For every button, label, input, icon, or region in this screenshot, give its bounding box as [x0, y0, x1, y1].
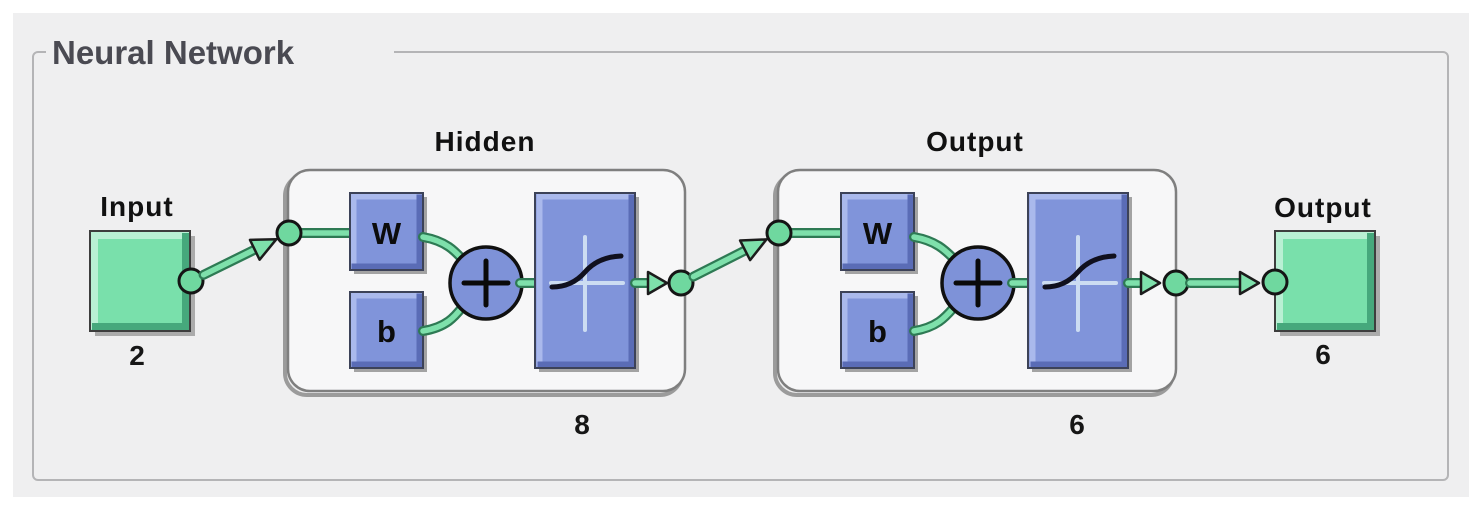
- tf-sigmoid-curve: [1042, 253, 1117, 290]
- tansig-transfer-function-icon: [534, 192, 639, 372]
- arrow-icon: [1238, 270, 1261, 296]
- sum-icon: [448, 245, 524, 321]
- weight-block-bevel-dark: [351, 194, 423, 270]
- output-label: Output: [1274, 192, 1372, 223]
- input-square: [90, 231, 190, 331]
- weight-block-bevel-light: [350, 193, 422, 269]
- bias-letter: b: [868, 314, 887, 349]
- connection-input-to-hidden: [198, 237, 278, 280]
- input-square-bevel-dark: [92, 233, 189, 330]
- input-node-icon: [177, 267, 205, 295]
- output-square: [1275, 231, 1375, 331]
- arrow-icon: [738, 238, 768, 262]
- output-layer-box: Output 6 W b: [765, 126, 1190, 440]
- weight-block: [841, 193, 914, 270]
- bias-block: [350, 292, 423, 368]
- output-bias-block: b: [840, 291, 918, 372]
- output-weight-block: W: [840, 192, 918, 274]
- arrow-icon: [248, 237, 278, 261]
- hidden-layer-label: Hidden: [435, 126, 536, 157]
- output-square-bevel-dark: [1277, 233, 1374, 330]
- output-exit-node-icon: [1162, 269, 1190, 297]
- output-layer-size: 6: [1069, 409, 1085, 440]
- weight-block-bevel-dark: [842, 194, 914, 270]
- output-block: Output 6: [1261, 192, 1380, 370]
- pipe: [200, 246, 259, 278]
- weight-block: [350, 193, 423, 270]
- weight-block-border: [349, 192, 424, 271]
- bias-block: [841, 292, 914, 368]
- pipe: [690, 246, 750, 280]
- hidden-layer-box: Hidden 8 W b: [275, 126, 695, 440]
- tansig-transfer-function-icon: [1027, 192, 1132, 372]
- output-layer-label: Output: [926, 126, 1024, 157]
- weight-letter: W: [863, 216, 893, 251]
- sum-icon: [940, 245, 1016, 321]
- input-size: 2: [129, 340, 145, 371]
- tf-sigmoid-curve: [549, 253, 624, 290]
- connection-hidden-to-output: [688, 238, 768, 282]
- connection-to-output-block: [1185, 270, 1261, 296]
- tf-block-bevel-light: [1029, 193, 1127, 367]
- output-square-bevel-light: [1276, 232, 1375, 330]
- bias-block-bevel-light: [841, 292, 913, 367]
- bias-letter: b: [377, 314, 396, 349]
- tf-block-bevel-dark: [1030, 194, 1128, 368]
- input-label: Input: [100, 191, 173, 222]
- weight-letter: W: [372, 216, 402, 251]
- output-entry-node-icon: [765, 219, 793, 247]
- hidden-layer-size: 8: [574, 409, 590, 440]
- tf-block-bevel-light: [536, 193, 634, 367]
- weight-block-border: [840, 192, 915, 271]
- weight-block-bevel-light: [841, 193, 913, 269]
- panel-border: [32, 51, 1449, 481]
- arrow-icon: [646, 270, 669, 296]
- panel-title: Neural Network: [52, 34, 295, 71]
- bias-block-bevel-light: [350, 292, 422, 367]
- output-node-icon: [1261, 268, 1289, 296]
- hidden-entry-node-icon: [275, 219, 303, 247]
- hidden-bias-block: b: [349, 291, 427, 372]
- hidden-exit-node-icon: [667, 269, 695, 297]
- bias-block-bevel-dark: [351, 293, 423, 368]
- output-size: 6: [1315, 339, 1331, 370]
- panel-frame: Neural Network: [32, 33, 1449, 481]
- tf-block-bevel-dark: [537, 194, 635, 368]
- legend-backing: [46, 33, 394, 71]
- input-block: Input 2: [89, 191, 205, 371]
- hidden-weight-block: W: [349, 192, 427, 274]
- bias-block-bevel-dark: [842, 293, 914, 368]
- input-square-bevel-light: [91, 232, 190, 330]
- arrow-icon: [1139, 270, 1162, 296]
